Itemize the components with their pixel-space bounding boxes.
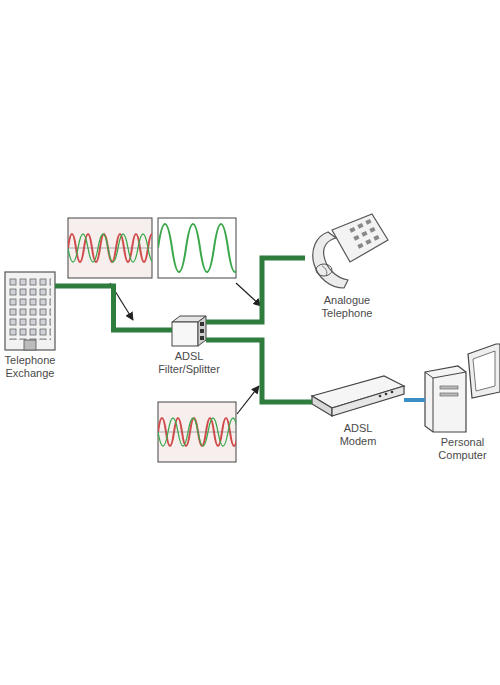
phone-earpiece-detail xyxy=(322,266,327,276)
phone-base xyxy=(332,214,388,262)
pc-tower-edge xyxy=(433,372,466,378)
building-windows xyxy=(9,278,51,340)
monitor xyxy=(468,344,500,398)
computer-icon xyxy=(425,344,500,432)
node-label: ADSL Filter/Splitter xyxy=(147,350,231,376)
telephone-node: Analogue Telephone xyxy=(305,214,389,290)
modem-side xyxy=(312,396,332,416)
leader-arrow xyxy=(237,386,259,414)
splitter-socket xyxy=(200,322,204,326)
line-connector xyxy=(55,286,172,330)
modem-led xyxy=(391,391,394,394)
scope-frame xyxy=(158,402,236,462)
computer-node: Personal Computer xyxy=(425,344,500,432)
node-label: Analogue Telephone xyxy=(316,294,378,320)
modem-icon xyxy=(312,376,404,416)
building-body xyxy=(5,272,55,350)
voice-wave xyxy=(158,224,236,272)
monitor-screen xyxy=(473,351,495,391)
pc-drive-bay xyxy=(440,386,458,389)
phone-handset xyxy=(313,232,348,288)
exchange-node: Telephone Exchange xyxy=(5,272,55,350)
splitter-node: ADSL Filter/Splitter xyxy=(172,316,206,346)
node-label: Telephone Exchange xyxy=(0,354,61,380)
modem-front xyxy=(332,386,404,416)
voice-wave xyxy=(68,234,152,262)
splitter-socket xyxy=(200,329,204,333)
pc-drive-bay xyxy=(440,393,458,396)
signal-box-combined xyxy=(158,402,238,462)
phone-keys xyxy=(349,219,379,249)
exchange-building xyxy=(5,272,55,350)
splitter-side xyxy=(198,316,206,346)
leader-arrow xyxy=(236,283,261,306)
adsl-wave xyxy=(158,418,236,446)
pc-tower xyxy=(425,366,466,432)
scope-axis xyxy=(68,248,152,249)
splitter-socket xyxy=(200,336,204,340)
scope-axis xyxy=(158,432,236,433)
modem-led xyxy=(385,393,388,396)
line-connector xyxy=(206,258,305,322)
telephone-icon xyxy=(313,214,388,288)
splitter-icon xyxy=(172,316,206,346)
signal-box-voice xyxy=(158,218,242,278)
signal-box-combined xyxy=(68,218,158,278)
scope-frame xyxy=(68,218,152,278)
leader-arrow xyxy=(110,283,133,320)
modem-node: ADSL Modem xyxy=(312,376,404,418)
node-label: Personal Computer xyxy=(432,436,494,462)
pc-tower-edge xyxy=(425,372,433,432)
line-connector xyxy=(404,398,425,402)
phone-earpiece xyxy=(316,264,332,276)
line-connector xyxy=(206,340,312,402)
splitter-front xyxy=(172,322,198,346)
building-door xyxy=(24,340,36,350)
node-label: ADSL Modem xyxy=(332,422,384,448)
voice-wave xyxy=(158,418,236,446)
modem-led xyxy=(379,395,382,398)
